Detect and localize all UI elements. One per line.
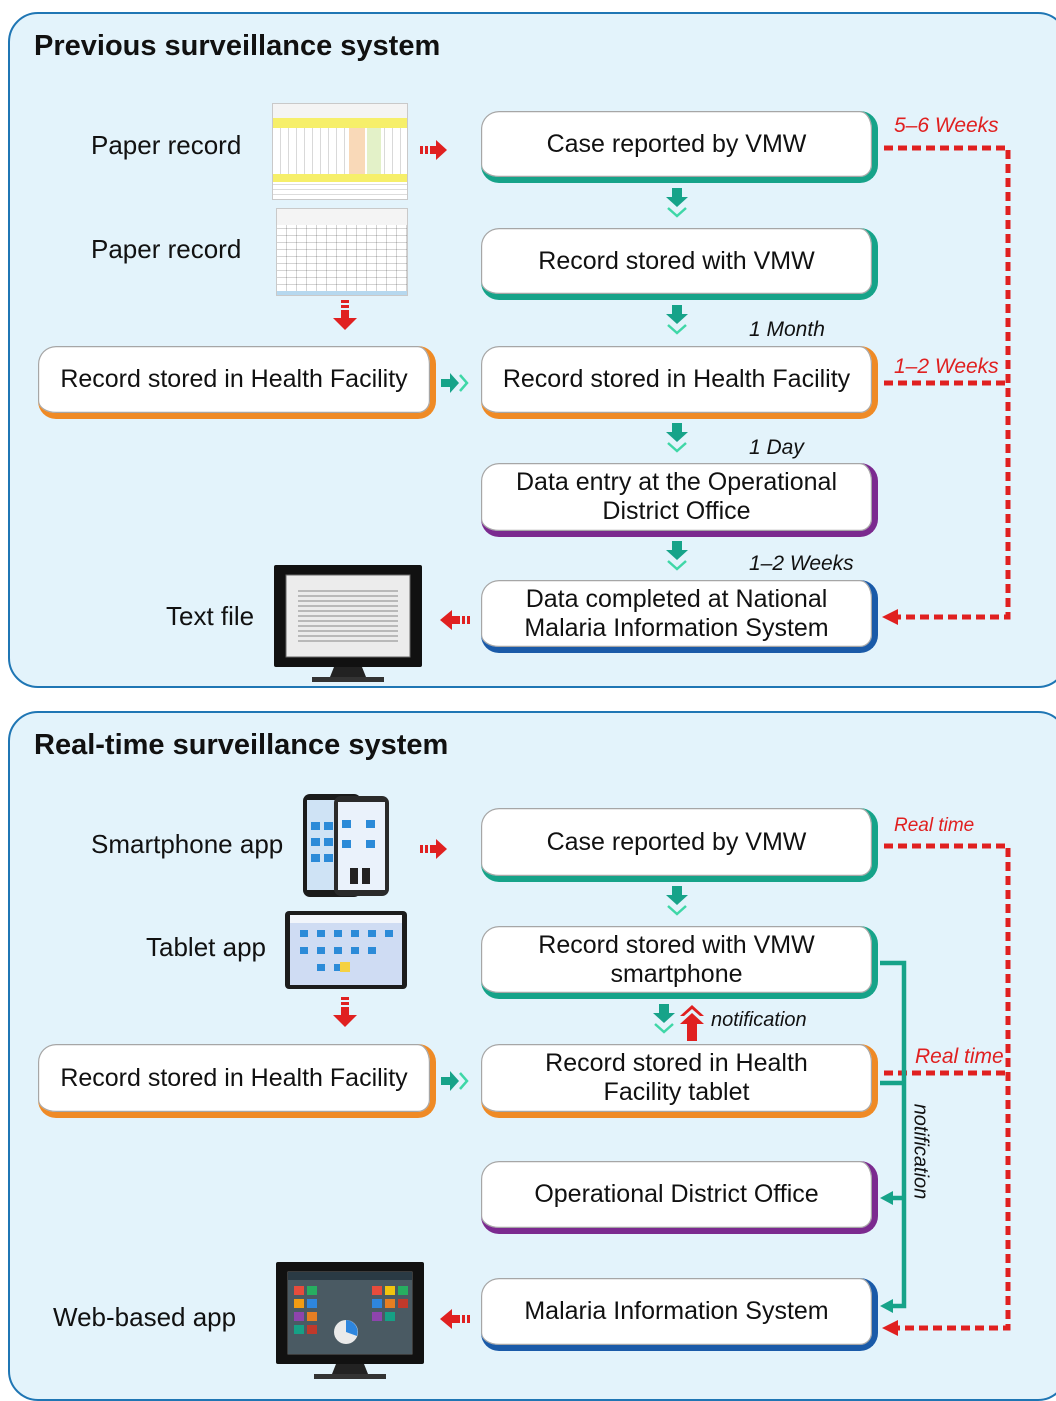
paper-form-image-2 (276, 208, 408, 296)
prev-flow-arrow-2 (664, 303, 690, 335)
notification-up-arrow (680, 1005, 704, 1041)
report-time-1-2-weeks: 1–2 Weeks (894, 355, 999, 378)
rt-flow-arrow-1 (664, 884, 690, 916)
paper-to-vmw-arrow (420, 140, 447, 160)
paper-record-label-2: Paper record (91, 234, 242, 264)
rt-left-health-facility-box: Record stored in Health Facility (38, 1044, 436, 1118)
web-based-app-label: Web-based app (53, 1302, 237, 1332)
prev-step-national-mis: Data completed at National Malaria Infor… (481, 580, 878, 653)
bus-arrowhead-mis (880, 1299, 893, 1313)
rt-report-arrowhead (882, 1320, 898, 1336)
rt-step-case-reported: Case reported by VMW (481, 808, 878, 882)
mis-to-textfile-arrow (440, 610, 470, 630)
text-file-label: Text file (166, 601, 255, 631)
smartphone-app-label: Smartphone app (91, 829, 284, 859)
text-file-monitor-image (273, 564, 423, 683)
web-app-monitor-image (275, 1261, 425, 1380)
prev-report-dashed-line (884, 145, 1011, 620)
prev-flow-arrow-3 (664, 421, 690, 453)
interval-1-2-weeks: 1–2 Weeks (749, 552, 854, 575)
report-real-time-1: Real time (894, 815, 975, 836)
tablet-image (285, 911, 407, 989)
prev-step-case-reported: Case reported by VMW (481, 111, 878, 183)
prev-left-health-facility-box: Record stored in Health Facility (38, 346, 436, 419)
rt-flow-arrow-2 (651, 1002, 677, 1034)
interval-1-month: 1 Month (749, 318, 825, 341)
prev-report-arrowhead (882, 609, 898, 625)
prev-flow-arrow-1 (664, 186, 690, 218)
smartphone-to-vmw-arrow (420, 839, 447, 859)
rt-step-health-facility-tablet: Record stored in Health Facility tablet (481, 1044, 878, 1118)
rt-facility-to-facility-arrow (439, 1069, 469, 1093)
rt-step-mis: Malaria Information System (481, 1278, 878, 1351)
realtime-system-title: Real-time surveillance system (34, 729, 449, 761)
interval-1-day: 1 Day (749, 436, 804, 459)
previous-system-title: Previous surveillance system (34, 30, 441, 62)
smartphone-image (303, 794, 389, 897)
facility-to-facility-arrow (439, 371, 469, 395)
paper-form-image-1 (272, 103, 408, 200)
paper-to-facility-arrow (333, 300, 357, 330)
rt-step-od-office: Operational District Office (481, 1161, 878, 1234)
notification-label: notification (711, 1009, 807, 1031)
report-real-time-2: Real time (915, 1045, 1004, 1068)
notification-bus (880, 960, 907, 1309)
mis-to-webapp-arrow (440, 1309, 470, 1329)
tablet-app-label: Tablet app (146, 932, 266, 962)
tablet-to-facility-arrow (333, 997, 357, 1027)
report-time-5-6-weeks: 5–6 Weeks (894, 114, 999, 137)
paper-record-label-1: Paper record (91, 130, 242, 160)
prev-flow-arrow-4 (664, 539, 690, 571)
rt-step-record-vmw-smartphone: Record stored with VMW smartphone (481, 926, 878, 999)
prev-step-record-vmw: Record stored with VMW (481, 228, 878, 300)
bus-arrowhead-od (880, 1191, 893, 1205)
prev-step-data-entry-od: Data entry at the Operational District O… (481, 463, 878, 537)
prev-step-health-facility: Record stored in Health Facility (481, 346, 878, 419)
